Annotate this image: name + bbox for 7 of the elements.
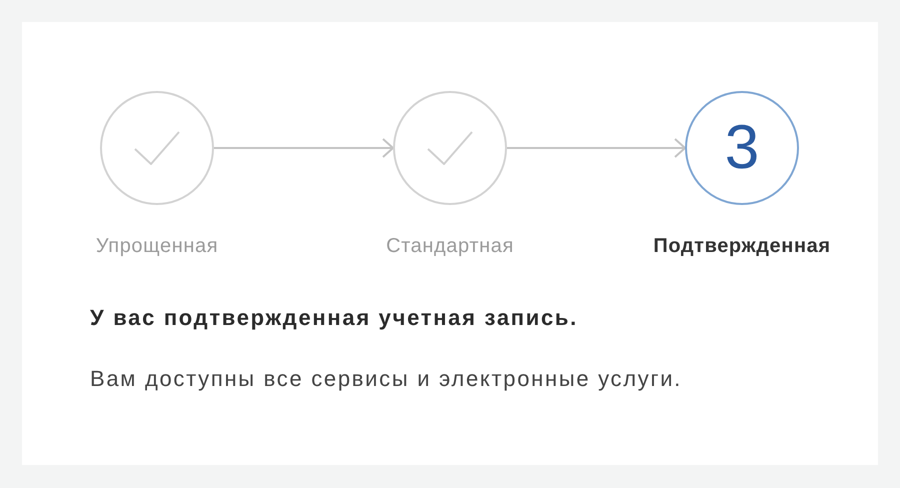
arrow (214, 138, 394, 158)
step-label: Стандартная (386, 235, 514, 258)
step-label: Упрощенная (96, 235, 218, 258)
arrow (507, 138, 686, 158)
heading-text: У вас подтвержденная учетная запись. (90, 305, 578, 331)
step-label: Подтвержденная (653, 235, 831, 258)
body-text: Вам доступны все сервисы и электронные услуги. (90, 366, 682, 392)
